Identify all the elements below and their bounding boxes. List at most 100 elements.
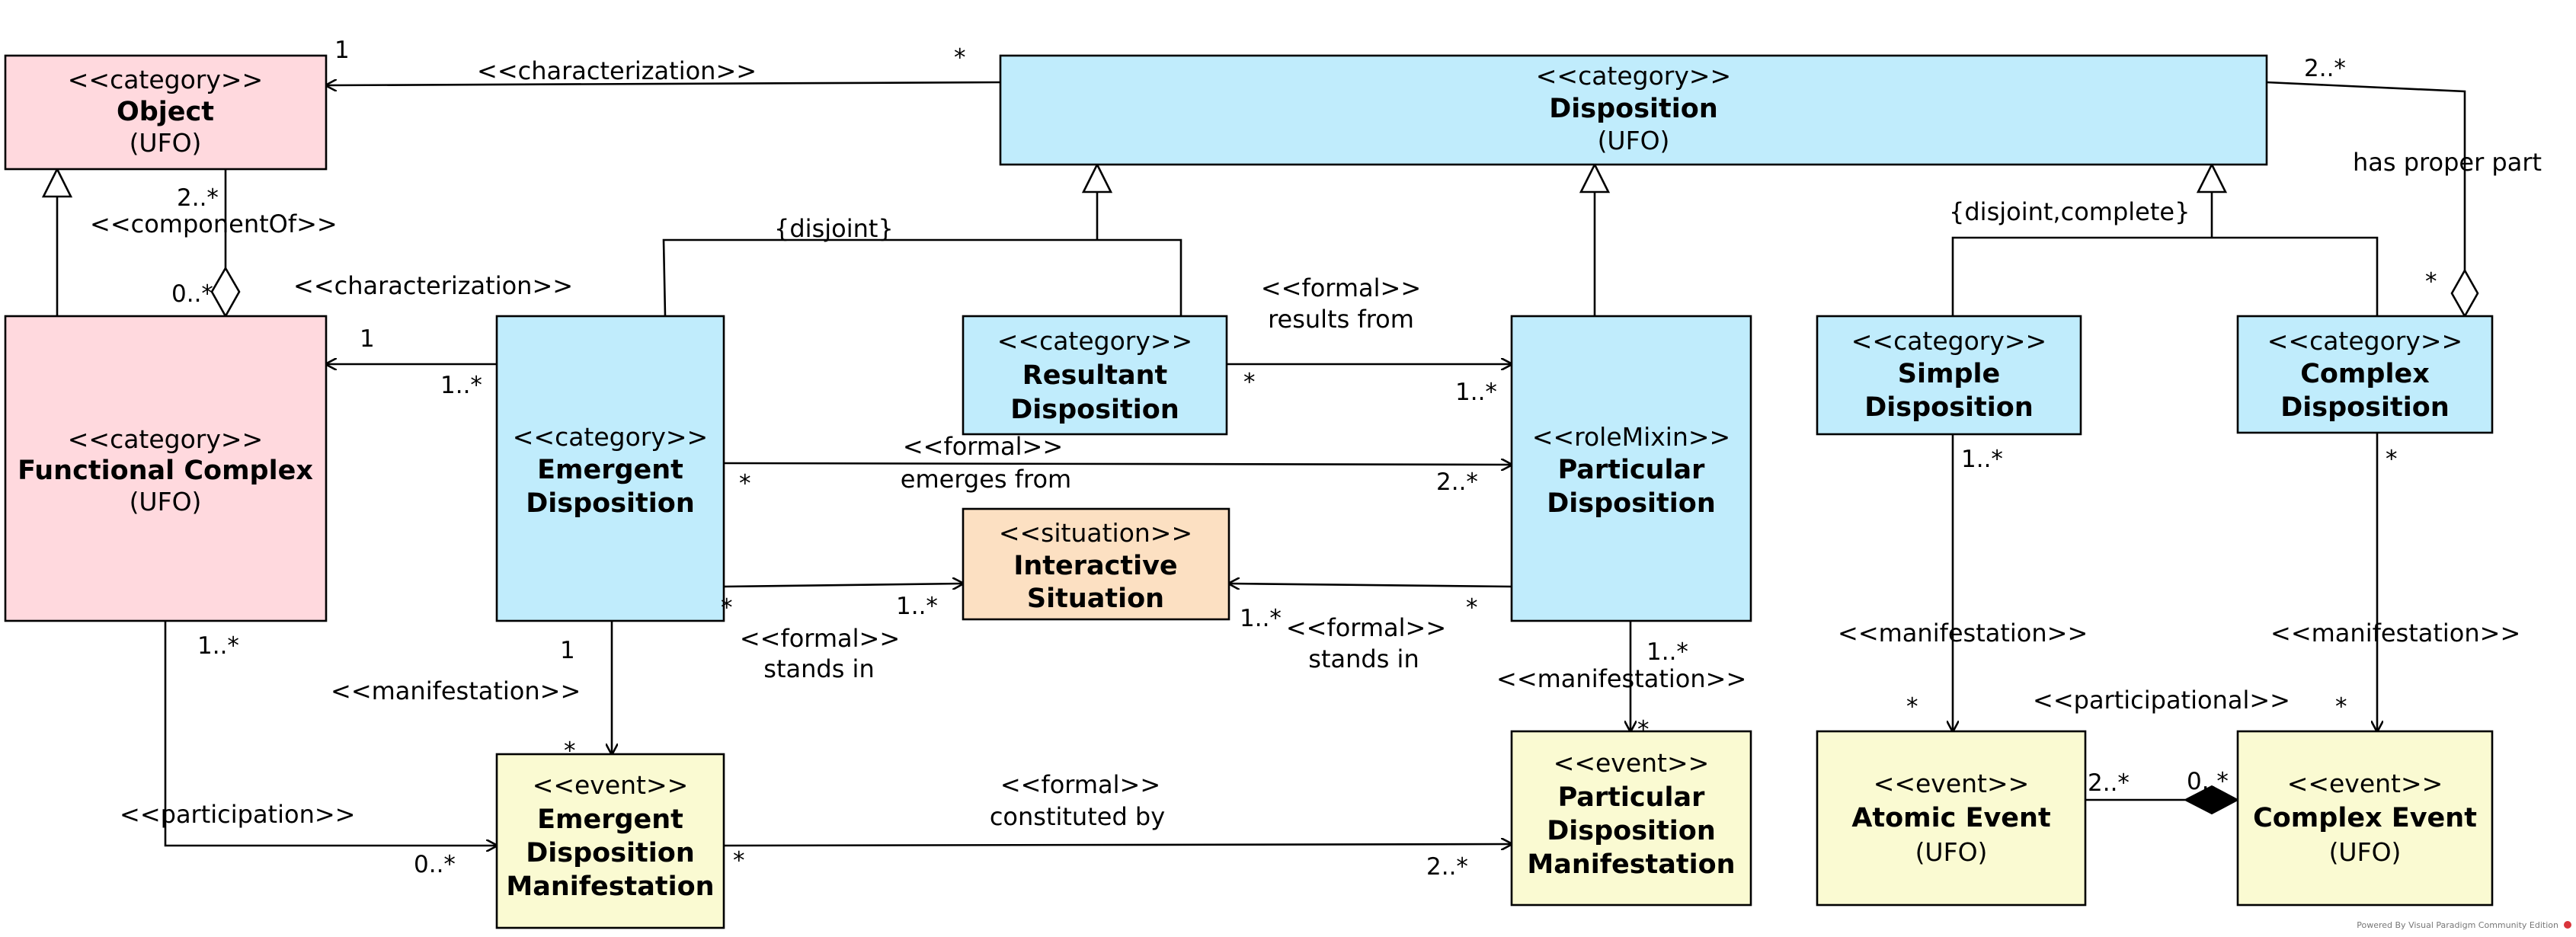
mult-particip-fc: 1..* xyxy=(197,632,239,660)
multiplicities: 1 * 2..* * 2..* 0..* 1 1..* * 1..* * 2..… xyxy=(171,37,2437,881)
class-object[interactable]: <<category>> Object (UFO) xyxy=(4,54,328,171)
class-stereotype: <<category>> xyxy=(68,424,263,454)
mult-disp-part-whole: 2..* xyxy=(2304,55,2346,82)
mult-comp-object: 2..* xyxy=(177,184,219,212)
class-particular-disposition[interactable]: <<roleMixin>> Particular Disposition xyxy=(1510,315,1752,622)
class-particular-disposition-manifestation[interactable]: <<event>> Particular Disposition Manifes… xyxy=(1510,730,1752,907)
label-manifestation-emergent: <<manifestation>> xyxy=(331,676,581,705)
class-name: Functional Complex xyxy=(18,456,313,486)
label-component-of: <<componentOf>> xyxy=(90,209,338,238)
mult-emerges-pd: 2..* xyxy=(1436,469,1478,496)
participation-edge[interactable] xyxy=(164,621,497,846)
component-of-diamond xyxy=(210,266,241,318)
class-complex-event-box xyxy=(2236,730,2494,907)
class-atomic-event[interactable]: <<event>> Atomic Event (UFO) xyxy=(1816,730,2087,907)
class-emergent-disposition-box xyxy=(495,315,725,622)
mult-manif-pd: 1..* xyxy=(1646,638,1688,666)
label-stands-in-left-stereo: <<formal>> xyxy=(740,624,900,653)
class-stereotype: <<category>> xyxy=(1851,326,2046,356)
class-stereotype: <<event>> xyxy=(533,770,689,800)
class-functional-complex[interactable]: <<category>> Functional Complex (UFO) xyxy=(4,315,328,622)
edge-labels: <<characterization>> <<characterization>… xyxy=(90,56,2542,831)
generalization-disjoint-triangle xyxy=(1081,162,1113,193)
mult-manif-cd: * xyxy=(2386,446,2398,473)
mult-char-top-disposition: * xyxy=(954,44,966,72)
generalization-disjoint-group[interactable] xyxy=(662,238,1182,317)
mult-char-mid-fc: 1 xyxy=(360,325,375,353)
class-stereotype: <<category>> xyxy=(2267,326,2462,356)
mult-results-rd: * xyxy=(1243,369,1256,396)
label-emerges-from-name: emerges from xyxy=(901,465,1071,494)
class-name: Complex Event xyxy=(2253,803,2477,833)
constituted-by-edge[interactable] xyxy=(723,844,1512,846)
mult-disp-part-part: * xyxy=(2425,268,2437,296)
mult-manif-ed: 1 xyxy=(560,637,575,664)
class-atomic-event-box xyxy=(1816,730,2087,907)
stands-in-right-edge[interactable] xyxy=(1229,584,1512,587)
class-name-line: Complex xyxy=(2300,359,2430,389)
generalization-disjoint-complete-group[interactable] xyxy=(1951,236,2379,316)
has-proper-part-diamond xyxy=(2450,268,2479,318)
class-name-line: Resultant xyxy=(1022,360,1167,391)
class-stereotype: <<category>> xyxy=(513,422,708,452)
class-name-line: Disposition xyxy=(1547,488,1716,519)
class-name-line: Particular xyxy=(1558,455,1706,485)
mult-char-top-object: 1 xyxy=(334,37,350,64)
class-name-line: Particular xyxy=(1558,782,1706,813)
class-emergent-disposition-manifestation[interactable]: <<event>> Emergent Disposition Manifesta… xyxy=(495,753,725,929)
class-resultant-disposition[interactable]: <<category>> Resultant Disposition xyxy=(962,315,1228,436)
mult-particip-edm: 0..* xyxy=(414,851,456,878)
characterization-top-edge[interactable] xyxy=(326,82,1001,85)
class-note: (UFO) xyxy=(130,128,202,158)
class-stereotype: <<situation>> xyxy=(999,518,1192,548)
class-note: (UFO) xyxy=(1598,126,1670,155)
stands-in-left-edge[interactable] xyxy=(723,584,963,587)
class-simple-disposition[interactable]: <<category>> Simple Disposition xyxy=(1816,315,2082,436)
class-stereotype: <<category>> xyxy=(1536,61,1731,91)
class-name-line: Emergent xyxy=(537,455,683,485)
emerges-from-edge[interactable] xyxy=(723,463,1512,465)
class-disposition[interactable]: <<category>> Disposition (UFO) xyxy=(999,54,2268,166)
class-name: Object xyxy=(117,97,214,127)
class-name: Disposition xyxy=(1549,94,1718,124)
class-stereotype: <<event>> xyxy=(2287,769,2443,798)
mult-stands-ed: * xyxy=(721,594,733,622)
label-constituted-by-name: constituted by xyxy=(990,802,1165,831)
watermark-text: Powered By Visual Paradigm Community Edi… xyxy=(2357,920,2558,930)
generalization-pd-triangle xyxy=(1579,162,1611,193)
label-has-proper-part: has proper part xyxy=(2353,148,2542,177)
class-interactive-situation-box xyxy=(962,507,1230,621)
class-name-line: Manifestation xyxy=(506,871,714,902)
mult-participational-ce: 0..* xyxy=(2187,768,2229,795)
class-stereotype: <<category>> xyxy=(997,326,1192,356)
mult-comp-fc: 0..* xyxy=(171,280,213,308)
visual-paradigm-logo-icon xyxy=(2564,921,2571,929)
class-complex-disposition[interactable]: <<category>> Complex Disposition xyxy=(2236,315,2494,434)
class-note: (UFO) xyxy=(2329,837,2402,867)
class-name-line: Interactive xyxy=(1013,551,1177,581)
class-stereotype: <<event>> xyxy=(1554,748,1710,778)
class-complex-event[interactable]: <<event>> Complex Event (UFO) xyxy=(2236,730,2494,907)
mult-constituted-edm: * xyxy=(733,847,745,875)
class-emergent-disposition[interactable]: <<category>> Emergent Disposition xyxy=(495,315,725,622)
label-characterization-mid: <<characterization>> xyxy=(293,271,573,300)
mult-participational-ae: 2..* xyxy=(2088,769,2130,797)
class-name-line: Disposition xyxy=(1010,395,1179,425)
class-stereotype: <<roleMixin>> xyxy=(1532,422,1730,452)
class-resultant-disposition-box xyxy=(962,315,1228,436)
mult-stands-is-right: 1..* xyxy=(1240,605,1282,632)
mult-manif-ae: * xyxy=(1906,693,1918,721)
label-disjoint: {disjoint} xyxy=(774,214,894,243)
class-name-line: Disposition xyxy=(2280,392,2450,423)
label-participational: <<participational>> xyxy=(2033,686,2290,715)
mult-results-pd: 1..* xyxy=(1455,379,1497,406)
mult-constituted-pdm: 2..* xyxy=(1426,853,1468,881)
has-proper-part-edge[interactable] xyxy=(2266,81,2466,270)
class-particular-disposition-box xyxy=(1510,315,1752,622)
mult-manif-edm: * xyxy=(564,737,576,765)
class-interactive-situation[interactable]: <<situation>> Interactive Situation xyxy=(962,507,1230,621)
mult-stands-pd: * xyxy=(1466,594,1478,622)
connectors xyxy=(41,81,2479,846)
class-disposition-box xyxy=(999,54,2268,166)
mult-manif-pdm: * xyxy=(1637,716,1650,744)
